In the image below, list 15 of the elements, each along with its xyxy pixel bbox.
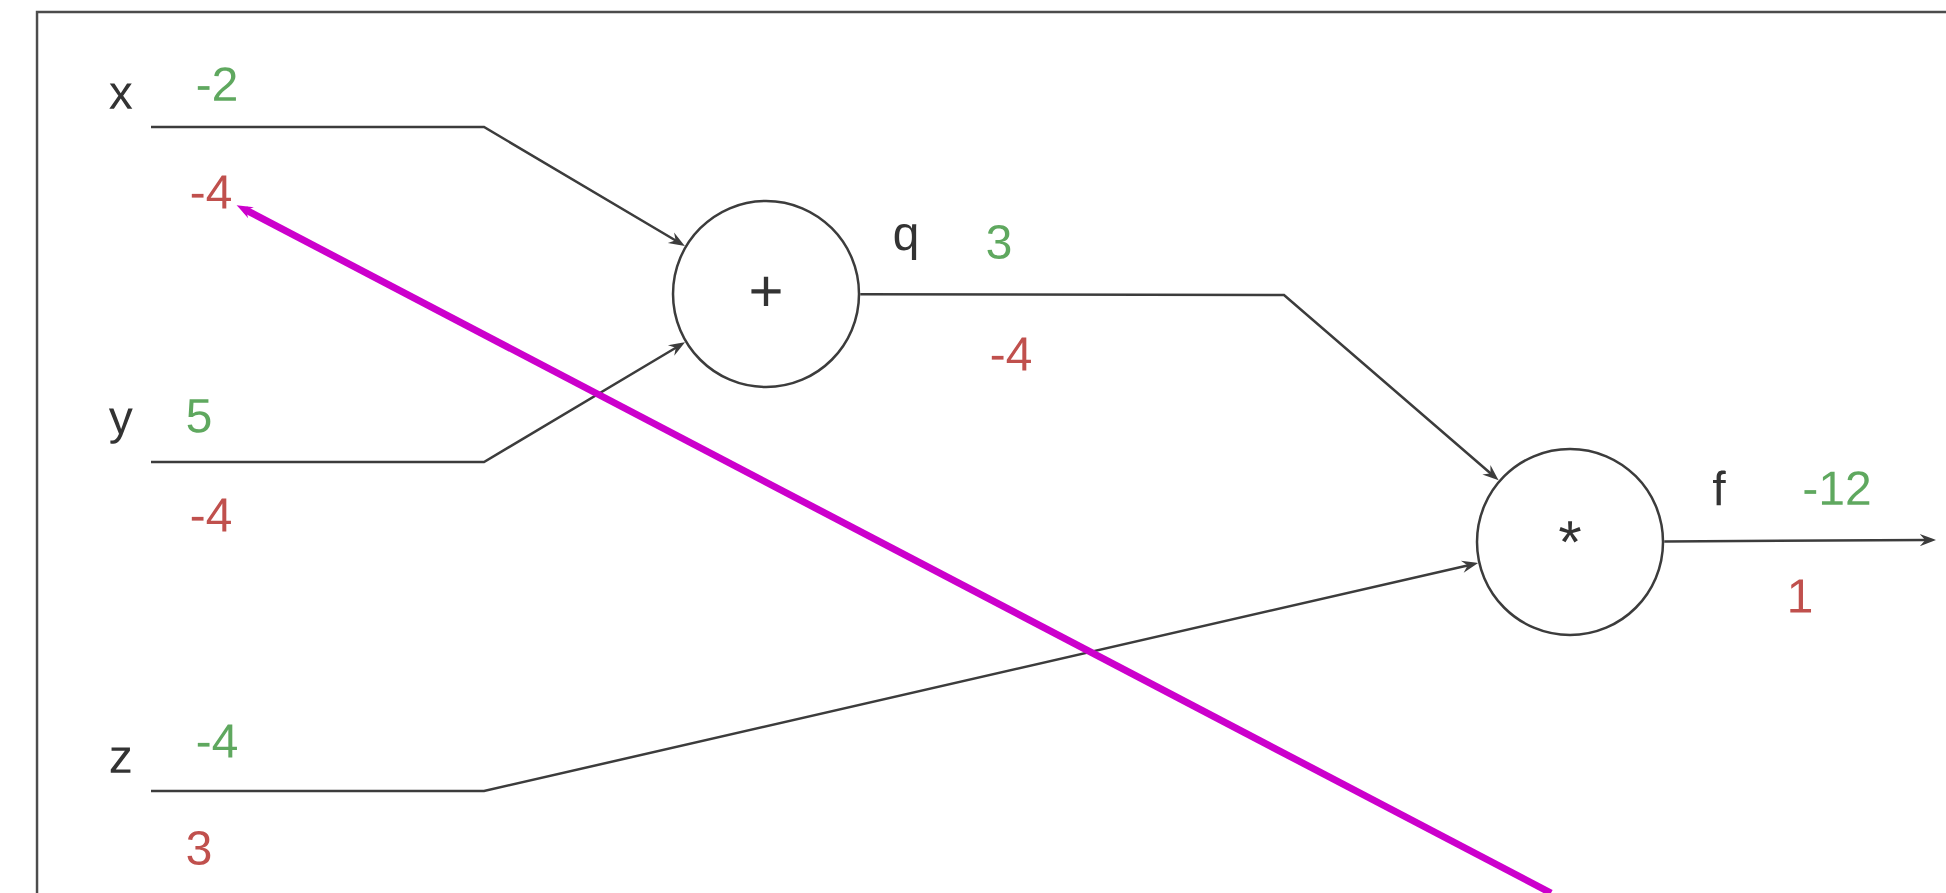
- input-label: y: [108, 408, 133, 444]
- gradient-label: 3: [187, 831, 211, 865]
- edge-label: f: [1710, 468, 1728, 508]
- value-label: -4: [197, 724, 237, 758]
- edge-label: q: [890, 222, 922, 262]
- input-label: x: [109, 83, 133, 109]
- gradient-label: 1: [1790, 579, 1811, 613]
- gradient-label: -4: [991, 337, 1031, 371]
- value-label: 3: [987, 225, 1011, 259]
- value-label: -12: [1804, 471, 1870, 505]
- gradient-label: -4: [191, 175, 231, 209]
- gradient-label: -4: [191, 498, 231, 532]
- value-label: -2: [197, 67, 236, 101]
- value-label: 5: [187, 399, 211, 433]
- input-label: z: [110, 747, 131, 773]
